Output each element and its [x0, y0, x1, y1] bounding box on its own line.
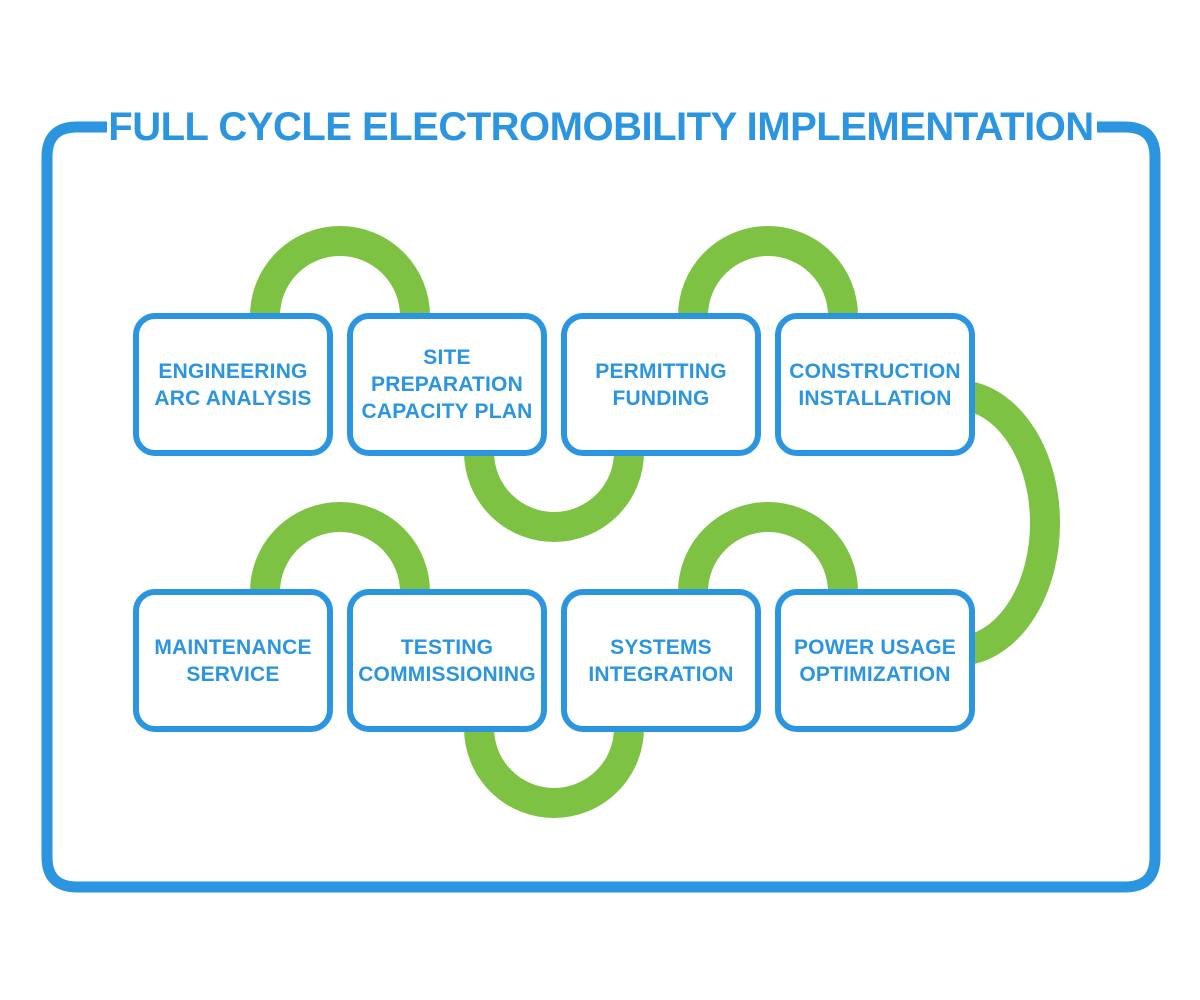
step-label-line: OPTIMIZATION	[799, 662, 951, 686]
connector-arc-1-2	[250, 226, 430, 317]
step-box-construction-installation: CONSTRUCTION INSTALLATION	[775, 313, 975, 456]
step-label-line: ARC ANALYSIS	[154, 386, 312, 410]
step-label-line: POWER USAGE	[793, 635, 957, 659]
step-box-power-usage-optimization: POWER USAGE OPTIMIZATION	[775, 589, 975, 732]
connector-arc-2-3	[464, 451, 644, 542]
step-box-site-preparation-capacity-plan: SITE PREPARATION CAPACITY PLAN	[347, 313, 547, 456]
connector-arc-7-6	[464, 727, 644, 818]
step-label: POWER USAGE OPTIMIZATION	[794, 634, 956, 688]
step-label-line: INSTALLATION	[798, 386, 952, 410]
connector-arc-6-5	[250, 502, 430, 593]
step-box-engineering-arc-analysis: ENGINEERING ARC ANALYSIS	[133, 313, 333, 456]
step-label: ENGINEERING ARC ANALYSIS	[154, 358, 311, 412]
step-label-line: TESTING	[400, 635, 494, 659]
step-label: SITE PREPARATION CAPACITY PLAN	[353, 344, 541, 425]
step-label-line: MAINTENANCE	[154, 635, 312, 659]
step-label: SYSTEMS INTEGRATION	[588, 634, 733, 688]
step-label-line: CONSTRUCTION	[789, 359, 961, 383]
step-label: MAINTENANCE SERVICE	[154, 634, 311, 688]
step-label-line: SYSTEMS	[610, 635, 712, 659]
step-label-line: SERVICE	[186, 662, 280, 686]
step-label-line: CAPACITY PLAN	[361, 400, 533, 423]
step-label: PERMITTING FUNDING	[595, 358, 727, 412]
step-label-line: PERMITTING	[595, 359, 727, 383]
step-label-line: INTEGRATION	[588, 662, 734, 686]
step-box-testing-commissioning: TESTING COMMISSIONING	[347, 589, 547, 732]
step-label-line: ENGINEERING	[158, 359, 308, 383]
step-label-line: COMMISSIONING	[358, 662, 536, 686]
connector-arc-3-4	[678, 226, 858, 317]
connector-arc-4-8	[964, 381, 1061, 665]
step-box-systems-integration: SYSTEMS INTEGRATION	[561, 589, 761, 732]
step-label: CONSTRUCTION INSTALLATION	[789, 358, 961, 412]
step-box-maintenance-service: MAINTENANCE SERVICE	[133, 589, 333, 732]
step-label-line: FUNDING	[612, 386, 710, 410]
step-label: TESTING COMMISSIONING	[358, 634, 536, 688]
frame-border	[41, 121, 1161, 893]
step-label-line: SITE PREPARATION	[371, 346, 523, 396]
connector-arc-8-7	[678, 502, 858, 593]
diagram-title: FULL CYCLE ELECTROMOBILITY IMPLEMENTATIO…	[108, 104, 1094, 149]
step-box-permitting-funding: PERMITTING FUNDING	[561, 313, 761, 456]
